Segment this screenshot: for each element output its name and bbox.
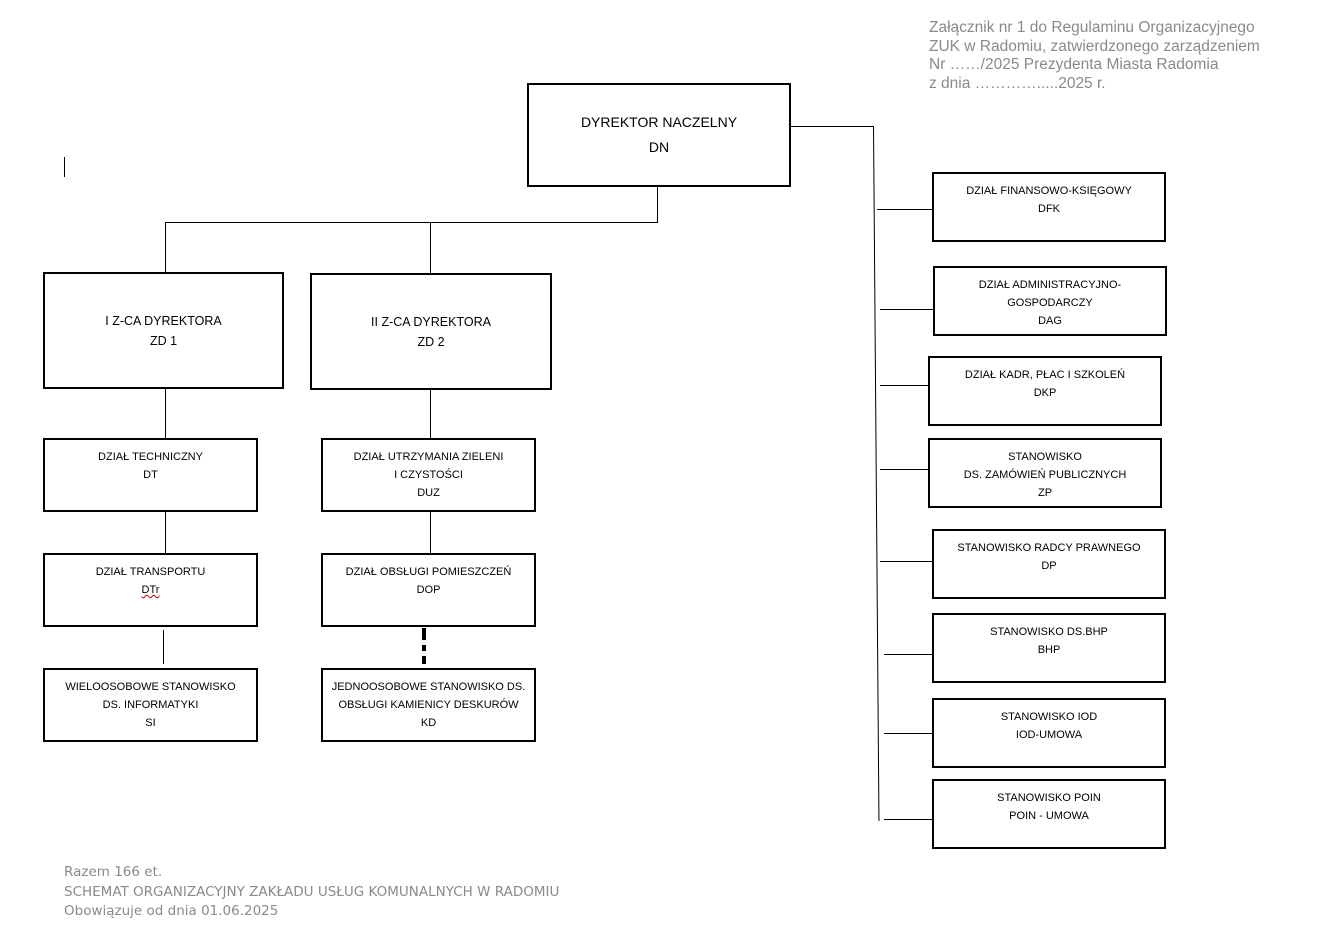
unit-code: DOP [416,584,441,596]
annex-note: Załącznik nr 1 do Regulaminu Organizacyj… [929,19,1289,93]
director-code: DN [648,139,670,155]
deputy1-title: I Z-CA DYREKTORA [105,313,222,328]
connector-right-bhp [884,654,933,655]
connector-dtr-si [163,630,164,664]
unit-code: ZP [1037,487,1053,499]
unit-code: POIN - UMOWA [1009,810,1089,822]
connector-dt-dtr [165,511,166,554]
connector-right-zp [880,469,929,470]
connector-dop-kd-dash [422,645,426,651]
connector-zd2-duz [430,389,431,439]
unit-duz-box: DZIAŁ UTRZYMANIA ZIELENI I CZYSTOŚCI DUZ [321,438,536,512]
unit-code: DAG [1038,315,1062,327]
deputy2-box: II Z-CA DYREKTORA ZD 2 [310,273,552,390]
connector-duz-dop [430,511,431,554]
connector-dn-right [790,126,874,127]
connector-dn-down [657,186,658,223]
unit-label: DZIAŁ FINANSOWO-KSIĘGOWY [966,185,1132,197]
unit-label: WIELOOSOBOWE STANOWISKO [65,681,236,693]
deputy1-box: I Z-CA DYREKTORA ZD 1 [43,272,284,389]
unit-label: DZIAŁ KADR, PŁAC I SZKOLEŃ [964,369,1126,381]
deputy1-code: ZD 1 [149,333,178,348]
unit-label: DZIAŁ ADMINISTRACYJNO- [978,279,1122,291]
connector-deputies-bar [165,222,658,223]
unit-dag-box: DZIAŁ ADMINISTRACYJNO- GOSPODARCZY DAG [933,266,1167,336]
unit-poin-box: STANOWISKO POIN POIN - UMOWA [932,779,1166,849]
unit-code: DKP [1033,387,1057,399]
unit-label: STANOWISKO DS.BHP [990,626,1108,638]
unit-label: GOSPODARCZY [1007,297,1093,309]
unit-code: DTr [141,584,160,596]
unit-label: DZIAŁ TECHNICZNY [98,451,203,463]
unit-code: DFK [1038,203,1060,215]
unit-code: KD [420,717,437,729]
connector-right-dag [880,309,934,310]
annex-note-line: ZUK w Radomiu, zatwierdzonego zarządzeni… [929,37,1260,55]
unit-label: STANOWISKO [1008,451,1082,463]
footer-effective-date: Obowiązuje od dnia 01.06.2025 [64,903,279,919]
director-title: DYREKTOR NACZELNY [580,114,738,130]
unit-label: STANOWISKO IOD [1000,711,1098,723]
connector-dop-kd-dash [422,656,426,664]
connector-dop-kd-dash [422,628,426,640]
unit-label: DZIAŁ UTRZYMANIA ZIELENI [353,451,504,463]
unit-code: IOD-UMOWA [1015,729,1083,741]
annex-note-line: Załącznik nr 1 do Regulaminu Organizacyj… [929,19,1255,36]
unit-code: DUZ [417,487,440,499]
connector-right-poin [884,819,933,820]
unit-dop-box: DZIAŁ OBSŁUGI POMIESZCZEŃ DOP [321,553,536,627]
connector-zd1-dt [165,388,166,439]
unit-label: I CZYSTOŚCI [394,469,463,481]
unit-code: DP [1041,560,1057,572]
unit-code: DT [143,469,158,481]
annex-note-line: z dnia ………….....2025 r. [929,74,1106,92]
unit-bhp-box: STANOWISKO DS.BHP BHP [932,613,1166,683]
unit-dtr-box: DZIAŁ TRANSPORTU DTr [43,553,258,627]
director-box: DYREKTOR NACZELNY DN [527,83,791,187]
footer-staff-count: Razem 166 et. [64,864,163,880]
connector-right-dfk [877,209,933,210]
connector-zd1 [165,222,166,273]
deputy2-title: II Z-CA DYREKTORA [371,314,491,329]
unit-label: DZIAŁ TRANSPORTU [95,566,206,578]
footer-note: Razem 166 et. SCHEMAT ORGANIZACYJNY ZAKŁ… [64,863,559,922]
text-cursor [64,157,65,177]
connector-right-dkp [880,385,929,386]
connector-right-dp [880,561,932,562]
connector-right-spine [873,125,880,821]
unit-label: JEDNOOSOBOWE STANOWISKO DS. [331,681,526,693]
unit-code: SI [145,717,156,729]
unit-label: DS. INFORMATYKI [102,699,199,711]
annex-note-line: Nr ……/2025 Prezydenta Miasta Radomia [929,56,1219,73]
unit-dp-box: STANOWISKO RADCY PRAWNEGO DP [932,529,1166,599]
unit-iod-box: STANOWISKO IOD IOD-UMOWA [932,698,1166,768]
unit-kd-box: JEDNOOSOBOWE STANOWISKO DS. OBSŁUGI KAMI… [321,668,536,742]
unit-label: OBSŁUGI KAMIENICY DESKURÓW [338,699,519,711]
unit-dkp-box: DZIAŁ KADR, PŁAC I SZKOLEŃ DKP [928,356,1162,426]
connector-zd2 [430,222,431,274]
connector-right-iod [884,733,933,734]
footer-title: SCHEMAT ORGANIZACYJNY ZAKŁADU USŁUG KOMU… [64,883,560,900]
unit-label: DS. ZAMÓWIEŃ PUBLICZNYCH [963,469,1127,481]
deputy2-code: ZD 2 [417,334,445,349]
unit-si-box: WIELOOSOBOWE STANOWISKO DS. INFORMATYKI … [43,668,258,742]
unit-label: DZIAŁ OBSŁUGI POMIESZCZEŃ [345,566,512,578]
unit-label: STANOWISKO POIN [997,792,1101,804]
unit-label: STANOWISKO RADCY PRAWNEGO [957,542,1141,554]
unit-dfk-box: DZIAŁ FINANSOWO-KSIĘGOWY DFK [932,172,1166,242]
unit-zp-box: STANOWISKO DS. ZAMÓWIEŃ PUBLICZNYCH ZP [928,438,1162,508]
unit-code: BHP [1037,644,1061,656]
unit-dt-box: DZIAŁ TECHNICZNY DT [43,438,258,512]
